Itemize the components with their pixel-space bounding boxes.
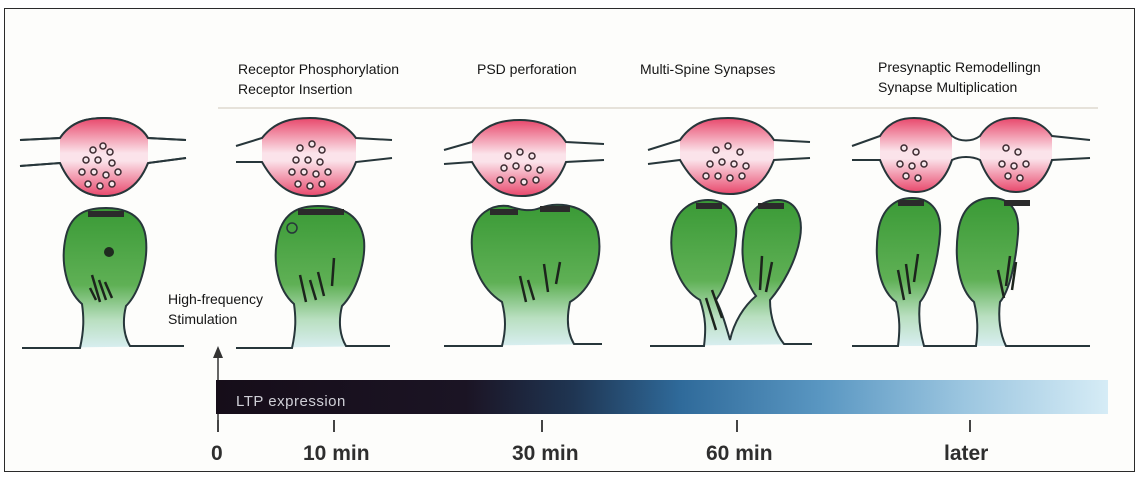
synapse-stage-3 — [648, 118, 812, 346]
synapse-stage-2 — [444, 120, 604, 346]
stage-1-title: Receptor Phosphorylation — [238, 60, 399, 78]
stage-3-title: Multi-Spine Synapses — [640, 60, 775, 78]
stage-1-subtitle: Receptor Insertion — [238, 80, 352, 98]
stage-4-title: Presynaptic Remodellingn — [878, 58, 1041, 76]
dendritic-spine — [22, 208, 184, 348]
synapse-stage-1 — [236, 118, 392, 348]
time-label-10min: 10 min — [303, 442, 370, 466]
synapse-control — [20, 118, 186, 348]
time-label-later: later — [944, 442, 988, 466]
time-label-30min: 30 min — [512, 442, 579, 466]
time-label-60min: 60 min — [706, 442, 773, 466]
timeline-ticks — [218, 420, 970, 432]
stimulus-label-line2: Stimulation — [168, 310, 237, 328]
ltp-expression-label: LTP expression — [236, 393, 346, 410]
stage-2-title: PSD perforation — [477, 60, 577, 78]
time-label-0: 0 — [211, 442, 223, 466]
synapse-stage-4 — [852, 118, 1090, 346]
ltp-expression-bar — [216, 380, 1108, 414]
stage-4-subtitle: Synapse Multiplication — [878, 78, 1017, 96]
stimulus-label-line1: High-frequency — [168, 290, 263, 308]
